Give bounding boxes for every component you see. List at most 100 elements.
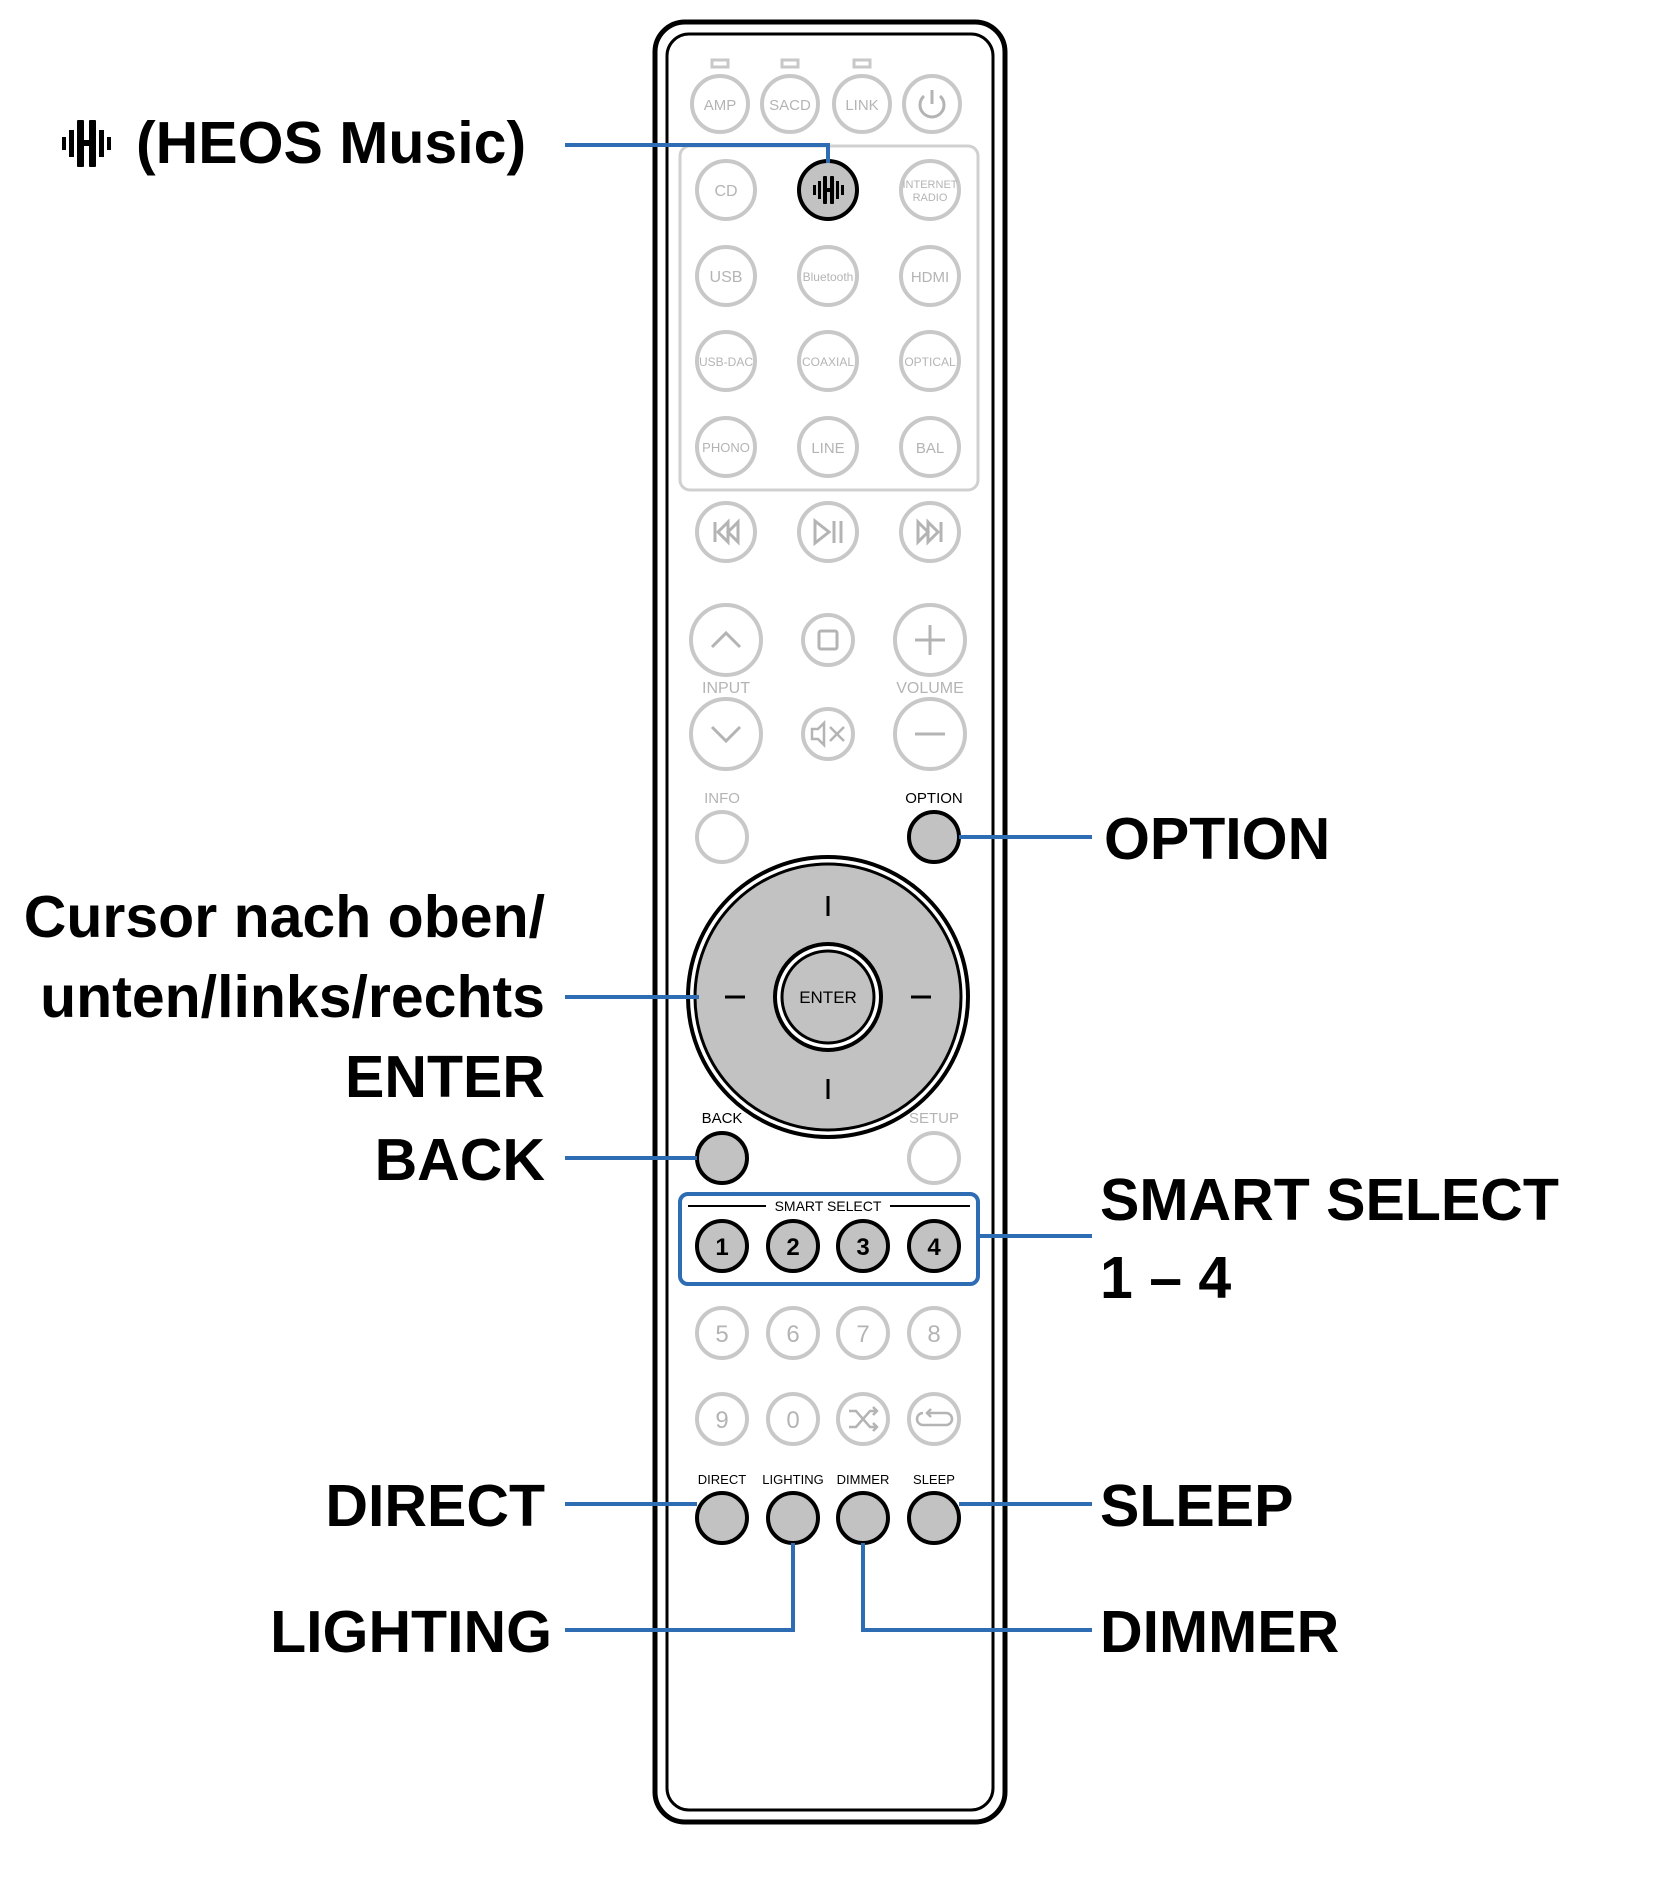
optical-button[interactable]: OPTICAL [899, 330, 961, 392]
power-icon [918, 90, 946, 119]
number-6-label: 6 [786, 1321, 799, 1348]
source-buttons: CD INTERNET RADIO USB Bluetoot [695, 159, 961, 478]
play-pause-button[interactable] [797, 501, 859, 563]
smart-select-2-button[interactable]: 2 [766, 1219, 820, 1273]
cd-button[interactable]: CD [695, 159, 757, 221]
number-7-button[interactable]: 7 [836, 1306, 890, 1360]
number-0-button[interactable]: 0 [766, 1392, 820, 1446]
hdmi-label: HDMI [911, 269, 949, 286]
number-8-button[interactable]: 8 [907, 1306, 961, 1360]
top-row: AMP SACD LINK [690, 74, 962, 134]
power-button[interactable] [902, 74, 962, 134]
coaxial-label: COAXIAL [802, 355, 854, 369]
smart-select-3-button[interactable]: 3 [836, 1219, 890, 1273]
lighting-leader [565, 1543, 795, 1632]
cursor-callout-line1: Cursor nach oben/ [24, 884, 545, 950]
smart-select-3-label: 3 [856, 1234, 869, 1261]
enter-callout: ENTER [345, 1044, 545, 1110]
number-7-label: 7 [856, 1321, 869, 1348]
lighting-button[interactable] [766, 1491, 820, 1545]
internet-radio-button[interactable]: INTERNET RADIO [899, 159, 961, 221]
number-5-button[interactable]: 5 [695, 1306, 749, 1360]
number-6-button[interactable]: 6 [766, 1306, 820, 1360]
setup-button[interactable] [907, 1131, 961, 1185]
usb-label: USB [710, 269, 743, 286]
dimmer-button[interactable] [836, 1491, 890, 1545]
smart-select-4-label: 4 [927, 1234, 941, 1261]
stop-icon [817, 629, 839, 651]
optical-label: OPTICAL [904, 355, 956, 369]
skip-back-button[interactable] [695, 501, 757, 563]
smart-select-1-button[interactable]: 1 [695, 1219, 749, 1273]
smart-select-4-button[interactable]: 4 [907, 1219, 961, 1273]
heos-callout-text: (HEOS Music) [136, 110, 526, 176]
repeat-icon [915, 1408, 954, 1427]
direct-callout: DIRECT [325, 1473, 545, 1539]
smart-select-2-label: 2 [786, 1234, 799, 1261]
volume-label: VOLUME [896, 680, 964, 697]
input-down-button[interactable] [689, 697, 763, 771]
led-indicators [710, 58, 872, 69]
enter-button[interactable]: ENTER [773, 942, 883, 1052]
bluetooth-label: Bluetooth [803, 270, 854, 284]
volume-up-button[interactable] [893, 603, 967, 677]
info-label: INFO [704, 790, 740, 807]
info-button[interactable] [695, 810, 749, 864]
option-button[interactable] [907, 810, 961, 864]
chevron-down-icon [710, 725, 742, 744]
lighting-callout: LIGHTING [270, 1599, 552, 1665]
leader-lines [565, 143, 1092, 1632]
skip-back-icon [713, 518, 740, 546]
back-button[interactable] [695, 1131, 749, 1185]
link-label: LINK [845, 97, 878, 114]
input-label: INPUT [702, 680, 750, 697]
heos-leader [565, 143, 830, 163]
play-pause-icon [813, 517, 843, 547]
bal-label: BAL [916, 440, 944, 457]
stop-button[interactable] [801, 613, 855, 667]
option-label: OPTION [905, 790, 963, 807]
direct-button[interactable] [695, 1491, 749, 1545]
number-0-label: 0 [786, 1407, 799, 1434]
mute-button[interactable] [801, 707, 855, 761]
number-5-label: 5 [715, 1321, 728, 1348]
repeat-button[interactable] [907, 1392, 961, 1446]
usb-button[interactable]: USB [695, 245, 757, 307]
smart-select-label: SMART SELECT [775, 1198, 882, 1214]
volume-down-button[interactable] [893, 697, 967, 771]
coaxial-button[interactable]: COAXIAL [797, 330, 859, 392]
link-button[interactable]: LINK [832, 74, 892, 134]
input-up-button[interactable] [689, 603, 763, 677]
number-buttons: 5 6 7 8 9 0 [695, 1306, 961, 1446]
smart-select-group: SMART SELECT 1 2 3 4 [678, 1192, 980, 1286]
phono-label: PHONO [702, 440, 750, 455]
phono-button[interactable]: PHONO [695, 416, 757, 478]
skip-forward-icon [916, 518, 943, 546]
bluetooth-button[interactable]: Bluetooth [797, 245, 859, 307]
cursor-callout-line2: unten/links/rechts [40, 964, 545, 1030]
transport-row [695, 501, 961, 563]
line-button[interactable]: LINE [797, 416, 859, 478]
heos-button[interactable] [797, 159, 859, 221]
usb-dac-button[interactable]: USB-DAC [695, 330, 757, 392]
sleep-callout: SLEEP [1100, 1473, 1293, 1539]
number-9-button[interactable]: 9 [695, 1392, 749, 1446]
sacd-button[interactable]: SACD [760, 74, 820, 134]
plus-icon [915, 625, 945, 655]
sacd-label: SACD [769, 97, 811, 114]
hdmi-button[interactable]: HDMI [899, 245, 961, 307]
sleep-button[interactable] [907, 1491, 961, 1545]
line-label: LINE [811, 440, 844, 457]
smart-select-1-label: 1 [715, 1234, 728, 1261]
amp-button[interactable]: AMP [690, 74, 750, 134]
bal-button[interactable]: BAL [899, 416, 961, 478]
shuffle-button[interactable] [836, 1392, 890, 1446]
radio-label: RADIO [913, 192, 948, 204]
dimmer-leader [861, 1543, 1092, 1632]
back-callout: BACK [375, 1127, 546, 1193]
cd-label: CD [714, 183, 737, 200]
enter-button-label: ENTER [799, 988, 857, 1007]
skip-forward-button[interactable] [899, 501, 961, 563]
dimmer-callout: DIMMER [1100, 1599, 1339, 1665]
